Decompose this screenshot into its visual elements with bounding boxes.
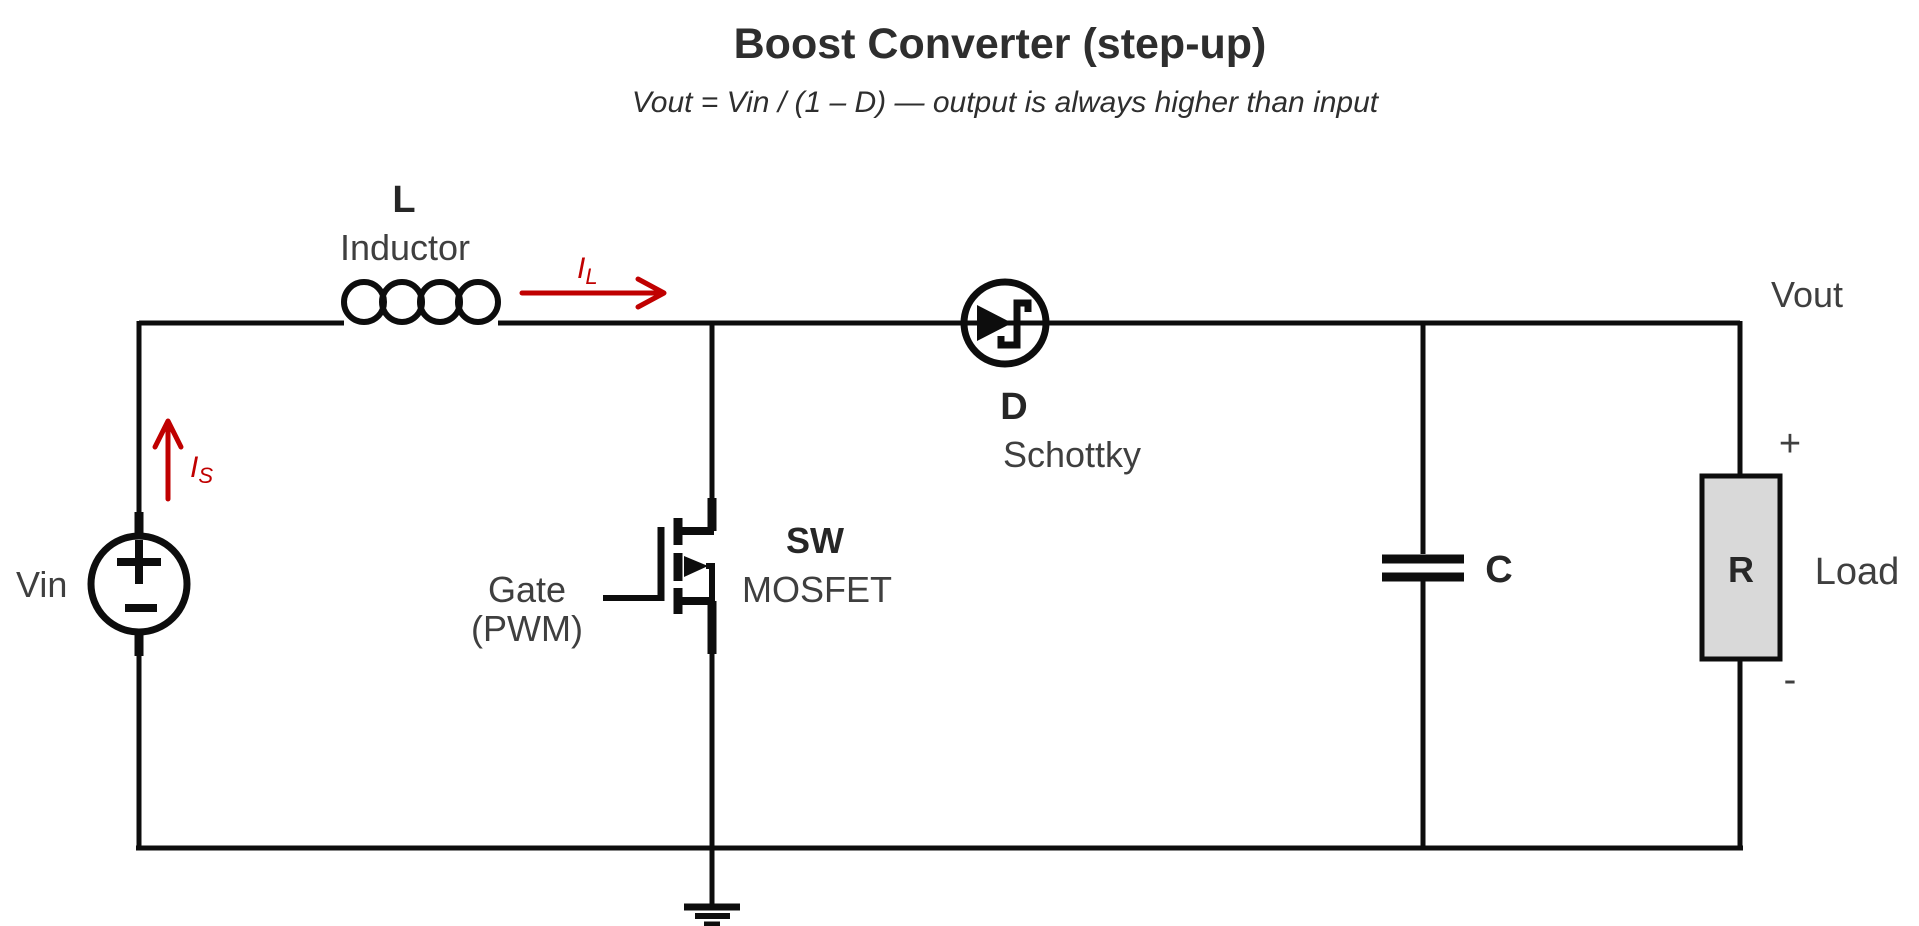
il-arrow-head-icon: [635, 276, 667, 310]
source-current-annotation: IS: [152, 418, 213, 502]
ground-symbol: [684, 903, 740, 926]
is-current-label: IS: [190, 451, 213, 488]
voltage-source: Vin: [16, 532, 191, 636]
mosfet-switch: SW MOSFET Gate (PWM): [471, 518, 892, 649]
inductor-name-label: Inductor: [340, 227, 470, 268]
resistor-ref-label: R: [1728, 549, 1754, 590]
page-title: Boost Converter (step-up): [734, 20, 1267, 68]
schottky-cathode-bar-icon: [997, 299, 1032, 349]
is-arrow-head-icon: [152, 418, 184, 450]
inductor-coil-icon: [379, 279, 425, 325]
il-current-label: IL: [577, 252, 598, 289]
gate-label: Gate: [488, 569, 566, 610]
vout-label: Vout: [1771, 274, 1843, 315]
inductor-coil-icon: [455, 279, 501, 325]
diode-name-label: Schottky: [1003, 434, 1141, 475]
capacitor-ref-label: C: [1485, 549, 1512, 591]
inductor-ref-label: L: [392, 179, 415, 221]
capacitor: C: [1382, 549, 1513, 591]
load-plus-label: +: [1779, 423, 1801, 465]
switch-name-label: MOSFET: [742, 569, 892, 610]
diode-triangle-icon: [977, 305, 1012, 341]
body-arrow-icon: [684, 556, 708, 577]
diode-ref-label: D: [1000, 386, 1027, 428]
inductor-current-annotation: IL: [519, 252, 667, 310]
switch-ref-label: SW: [786, 520, 844, 561]
body-link: [706, 563, 715, 601]
gate-pwm-label: (PWM): [471, 608, 583, 649]
load-name-label: Load: [1815, 551, 1900, 593]
load-resistor: R Load + - Vout: [1699, 274, 1900, 701]
load-minus-label: -: [1784, 659, 1797, 701]
inductor-coil-icon: [341, 279, 387, 325]
resistor-body: [1699, 473, 1783, 662]
wires: [134, 320, 1743, 905]
inductor-coil-icon: [417, 279, 463, 325]
schottky-diode: D Schottky: [960, 278, 1141, 475]
vin-label: Vin: [16, 564, 67, 605]
inductor: L Inductor: [340, 179, 501, 325]
page-subtitle: Vout = Vin / (1 – D) — output is always …: [632, 86, 1380, 119]
